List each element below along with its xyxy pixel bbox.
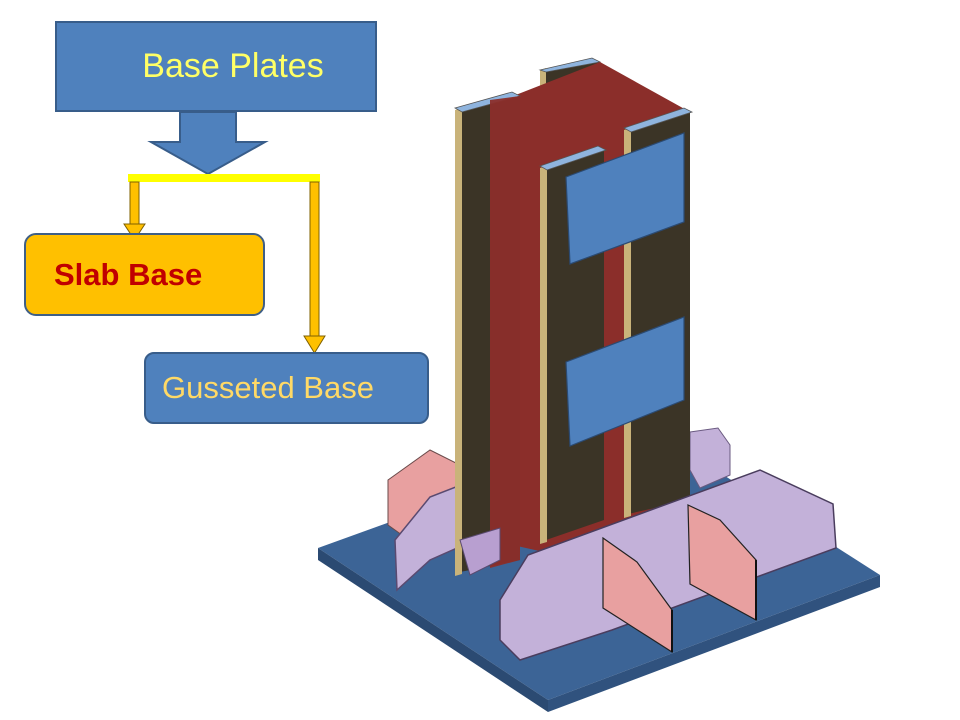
arrow-to-gusseted-base [303, 181, 326, 354]
arrow-to-slab-base [123, 181, 146, 241]
right-gusset-plate [499, 469, 837, 661]
main-down-arrow [147, 111, 269, 176]
left-cleat-angle [459, 527, 501, 576]
slab-base-box: Slab Base [24, 233, 265, 316]
column-left-flange [453, 91, 522, 576]
branch-connector-line [128, 174, 320, 182]
gusseted-base-label: Gusseted Base [162, 370, 374, 405]
cleat-angle-front [602, 536, 673, 654]
batten-plate-upper [565, 132, 685, 265]
base-plates-box: Base Plates [55, 21, 377, 112]
slab-base-label: Slab Base [54, 256, 203, 292]
gusseted-base-box: Gusseted Base [144, 352, 429, 424]
cleat-angle-right [687, 504, 757, 622]
batten-plate-lower [565, 316, 685, 447]
base-plates-label: Base Plates [142, 47, 324, 85]
